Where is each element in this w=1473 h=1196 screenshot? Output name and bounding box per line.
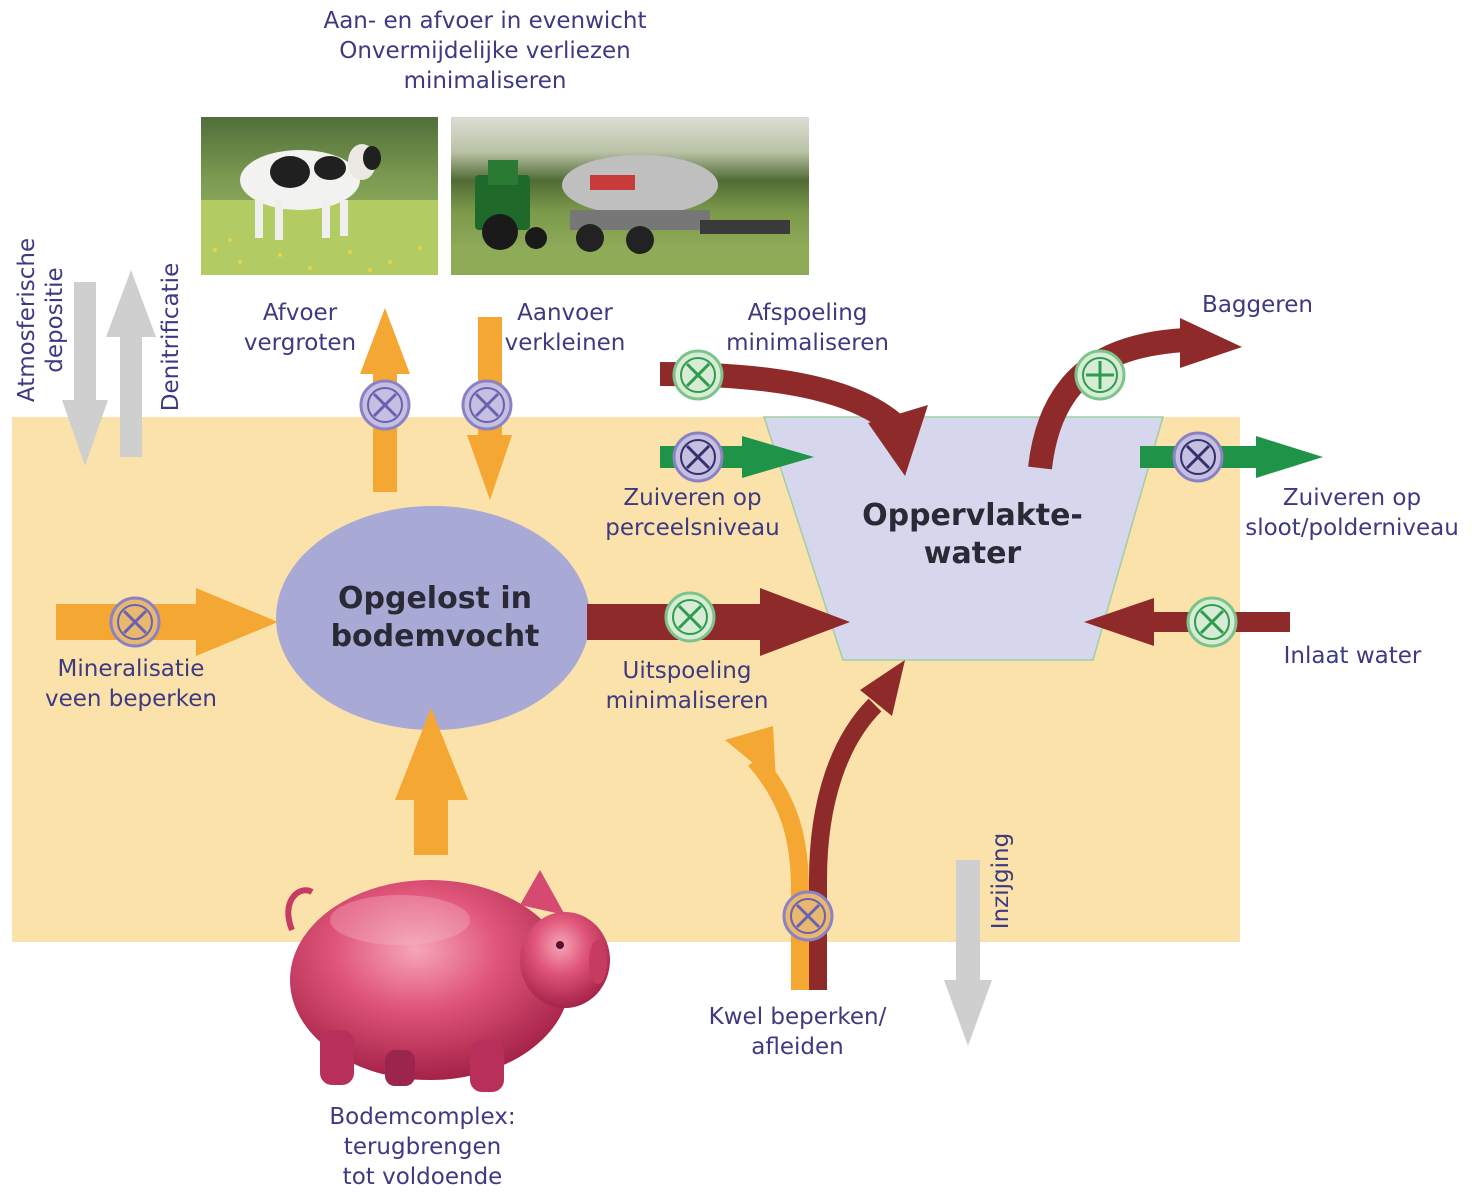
atmospheric-line-1: Atmosferische xyxy=(14,237,40,403)
inzijging-text: Inzijging xyxy=(988,832,1014,930)
kwel-red-stream xyxy=(809,698,882,990)
header-line-2: Onvermijdelijke verliezen xyxy=(339,38,631,64)
soil-moisture-node: Opgelost in bodemvocht xyxy=(300,580,570,656)
zuiveren-perceel-line-1: Zuiveren op xyxy=(623,485,762,511)
header-line-3: minimaliseren xyxy=(403,68,567,94)
cross-circle-icon xyxy=(672,349,724,401)
cross-circle-icon xyxy=(672,431,724,483)
baggeren-arrowhead xyxy=(1180,318,1242,368)
afvoer-label: Afvoer vergroten xyxy=(220,298,380,358)
aanvoer-line-2: verkleinen xyxy=(504,330,626,356)
kwel-label: Kwel beperken/ afleiden xyxy=(700,1002,895,1062)
kwel-line-1: Kwel beperken/ xyxy=(708,1004,887,1030)
atmospheric-line-2: depositie xyxy=(42,267,68,373)
inzijging-arrow xyxy=(944,860,992,1046)
zuiveren-sloot-line-1: Zuiveren op xyxy=(1282,485,1422,511)
uitspoeling-arrow xyxy=(587,588,850,656)
zuiveren-sloot-label: Zuiveren op sloot/polderniveau xyxy=(1238,483,1466,543)
kwel-orange-arrowhead xyxy=(725,726,776,782)
afspoeling-line-1: Afspoeling xyxy=(747,300,868,326)
atmospheric-deposition-arrow xyxy=(62,282,108,466)
bodemcomplex-line-1: Bodemcomplex: xyxy=(329,1104,516,1130)
mineralisatie-label: Mineralisatie veen beperken xyxy=(36,654,226,714)
afspoeling-arrowhead xyxy=(868,405,928,476)
cross-circle-icon xyxy=(1186,596,1238,648)
kwel-orange-stream xyxy=(748,754,809,990)
mineralisatie-line-2: veen beperken xyxy=(45,686,217,712)
mineralisatie-line-1: Mineralisatie xyxy=(57,656,205,682)
uitspoeling-line-1: Uitspoeling xyxy=(622,658,752,684)
surface-water-node: Oppervlakte- water xyxy=(830,497,1115,573)
cross-circle-icon xyxy=(1172,431,1224,483)
surface-water-basin xyxy=(762,416,1164,661)
soil-moisture-ellipse xyxy=(276,506,590,730)
cross-circle-icon xyxy=(782,890,834,942)
slurry-tanker-photo xyxy=(451,117,809,275)
baggeren-label: Baggeren xyxy=(1190,290,1325,320)
bodemcomplex-label: Bodemcomplex: terugbrengen tot voldoende xyxy=(315,1102,530,1192)
bodemcomplex-line-3: tot voldoende xyxy=(342,1164,503,1190)
afvoer-line-1: Afvoer xyxy=(262,300,338,326)
cross-circle-icon xyxy=(461,379,513,431)
aanvoer-line-1: Aanvoer xyxy=(517,300,613,326)
inlaat-text: Inlaat water xyxy=(1283,643,1422,669)
cow-photo xyxy=(201,117,438,275)
denitrification-arrow xyxy=(106,270,156,457)
soil-moisture-line-1: Opgelost in xyxy=(338,581,532,616)
afspoeling-line-2: minimaliseren xyxy=(726,330,889,356)
inlaat-water-label: Inlaat water xyxy=(1270,641,1435,671)
inzijging-label: Inzijging xyxy=(987,831,1017,931)
surface-water-line-1: Oppervlakte- xyxy=(862,498,1083,533)
zuiveren-sloot-line-2: sloot/polderniveau xyxy=(1245,515,1459,541)
afspoeling-label: Afspoeling minimaliseren xyxy=(715,298,900,358)
uitspoeling-label: Uitspoeling minimaliseren xyxy=(597,656,777,716)
aanvoer-label: Aanvoer verkleinen xyxy=(490,298,640,358)
atmospheric-deposition-label: Atmosferische depositie xyxy=(13,225,73,415)
denitrification-text: Denitrificatie xyxy=(158,262,184,412)
piggy-bank-photo xyxy=(285,870,610,1092)
bodemcomplex-line-2: terugbrengen xyxy=(343,1134,502,1160)
soil-moisture-line-2: bodemvocht xyxy=(330,619,540,654)
header-line-1: Aan- en afvoer in evenwicht xyxy=(323,8,647,34)
cross-circle-icon xyxy=(359,379,411,431)
afvoer-line-2: vergroten xyxy=(243,330,357,356)
zuiveren-perceel-line-2: perceelsniveau xyxy=(605,515,780,541)
cross-circle-icon xyxy=(664,591,716,643)
zuiveren-perceel-label: Zuiveren op perceelsniveau xyxy=(600,483,785,543)
plus-circle-icon xyxy=(1074,349,1126,401)
mineralisatie-arrow xyxy=(56,588,278,656)
denitrification-label: Denitrificatie xyxy=(157,257,187,417)
uitspoeling-line-2: minimaliseren xyxy=(605,688,769,714)
bodemcomplex-arrow xyxy=(395,708,468,855)
surface-water-line-2: water xyxy=(923,536,1022,571)
kwel-line-2: afleiden xyxy=(751,1034,844,1060)
header-title: Aan- en afvoer in evenwicht Onvermijdeli… xyxy=(300,6,670,96)
kwel-red-arrowhead xyxy=(860,660,905,716)
cross-circle-icon xyxy=(109,596,161,648)
baggeren-text: Baggeren xyxy=(1202,292,1313,318)
